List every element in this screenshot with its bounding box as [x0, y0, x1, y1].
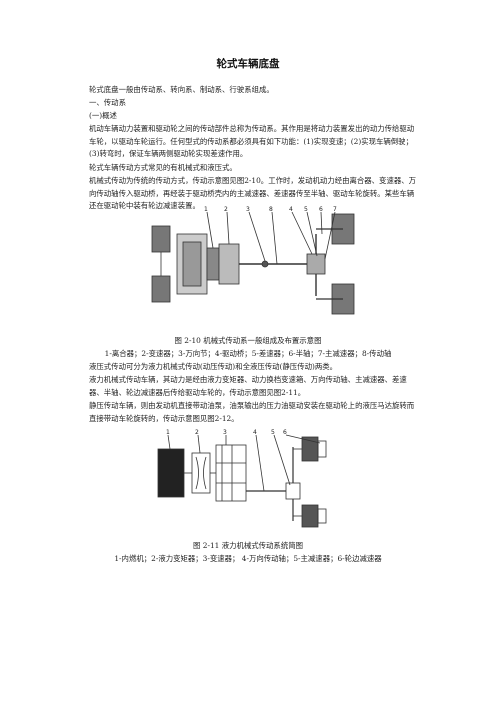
bottom-wheel [301, 504, 319, 528]
section-heading: 一、传动系 [89, 98, 126, 107]
clutch [206, 247, 220, 281]
fig1-label: 4 [289, 206, 293, 213]
paragraph-transmission-definition: 机动车辆动力装置和驱动轮之间的传动部件总称为传动系。其作用是将动力装置发出的动力… [89, 124, 415, 159]
paragraph-hydrostatic: 静压传动车辆，则由发动机直接带动油泵，油泵输出的压力油驱动安装在驱动轮上的液压马… [89, 401, 415, 423]
front-right-wheel [151, 275, 171, 303]
universal-joint [261, 260, 269, 268]
figure-hydromechanical-transmission: 1 2 3 4 5 6 [157, 429, 327, 528]
fig1-label: 1 [204, 206, 208, 213]
fig1-label: 6 [319, 206, 323, 213]
fig2-label: 4 [253, 429, 257, 436]
gearbox [215, 444, 247, 502]
paragraph-mechanical-transmission: 机械式传动为传统的传动方式，传动示意图见图2-10。工作时，发动机动力经由离合器… [89, 176, 417, 211]
gearbox [218, 243, 240, 285]
figure-2-11-legend: 1-内燃机；2-液力变矩器；3-变速器； 4-万向传动轴；5-主减速器；6-轮边… [114, 554, 382, 563]
torque-converter [191, 452, 211, 494]
wheel-reducer [317, 440, 327, 458]
engine-block [157, 448, 185, 498]
figure-2-10-legend: 1-离合器；2-变速器；3-万向节；4-驱动桥；5-差速器；6-半轴；7-主减速… [104, 349, 392, 358]
differential [306, 253, 326, 275]
paragraph-hydromechanical: 液力机械式传动车辆，其动力是经由液力变矩器、动力换档变速箱、万向传动轴、主减速器… [89, 375, 407, 397]
fig1-label: 5 [304, 206, 308, 213]
subsection-heading: (一)概述 [89, 111, 117, 120]
fig1-label: 7 [333, 206, 337, 213]
front-left-wheel [151, 225, 171, 253]
fig1-label: 8 [269, 206, 273, 213]
paragraph-hydraulic-types: 液压式传动可分为液力机械式传动(动压传动)和全液压传动(静压传动)两类。 [89, 362, 338, 371]
figure-mechanical-transmission: 1 2 3 4 5 6 7 8 [151, 206, 355, 315]
fig1-label: 3 [246, 206, 250, 213]
fig1-label: 2 [224, 206, 228, 213]
figure-2-10-caption: 图 2-10 机械式传动系一般组成及布置示意图 [174, 336, 322, 345]
fig2-label: 1 [166, 429, 170, 436]
fig2-label: 3 [223, 429, 227, 436]
final-drive [285, 482, 301, 500]
page-title: 轮式车辆底盘 [216, 58, 280, 70]
figure-2-11-caption: 图 2-11 液力机械式传动系统简图 [193, 541, 303, 550]
fig2-label: 6 [283, 429, 287, 436]
fig2-label: 2 [195, 429, 199, 436]
paragraph-transmission-types: 轮式车辆传动方式常见的有机械式和液压式。 [89, 163, 237, 172]
fig2-label: 5 [271, 429, 275, 436]
intro-paragraph: 轮式底盘一般由传动系、转向系、制动系、行驶系组成。 [89, 85, 274, 94]
